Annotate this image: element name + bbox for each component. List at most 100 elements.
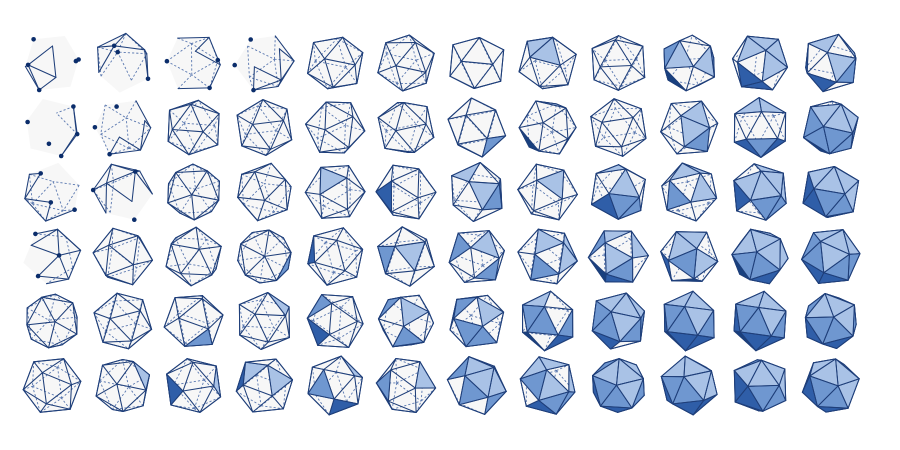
hidden-edge [209, 59, 219, 89]
visible-edge [755, 335, 772, 352]
visible-edge [45, 278, 70, 285]
hidden-edge [190, 268, 217, 287]
visible-edge [170, 226, 197, 245]
visible-edge [458, 375, 466, 406]
visible-edge [464, 356, 470, 377]
hidden-edge [257, 211, 275, 222]
hidden-edge [117, 33, 127, 53]
visible-edge [400, 294, 420, 298]
visible-edge [762, 384, 780, 412]
hidden-edge [136, 237, 141, 268]
visible-edge [599, 405, 633, 409]
visible-edge [282, 379, 294, 410]
visible-edge [30, 338, 50, 349]
visible-edge [731, 58, 743, 88]
visible-edge [835, 358, 860, 380]
visible-edge [336, 227, 344, 241]
visible-edge [802, 188, 815, 204]
visible-edge [452, 204, 483, 211]
visible-edge [348, 130, 366, 149]
visible-edge [448, 261, 476, 279]
visible-edge [346, 177, 366, 193]
visible-edge [663, 290, 694, 305]
visible-edge [259, 279, 278, 284]
visible-edge [590, 115, 597, 147]
visible-edge [277, 79, 282, 88]
hidden-edge [263, 163, 272, 184]
hidden-edge [32, 366, 58, 387]
hidden-edge [187, 263, 192, 286]
hidden-edge [340, 306, 364, 325]
visible-edge [105, 264, 134, 276]
visible-edge [252, 395, 273, 413]
hidden-edge [416, 239, 427, 267]
visible-edge [423, 311, 430, 343]
visible-edge [197, 99, 220, 115]
visible-edge [170, 243, 182, 275]
hidden-edge [261, 405, 284, 410]
hidden-edge [385, 123, 417, 132]
visible-edge [769, 232, 781, 240]
visible-edge [804, 305, 810, 319]
visible-edge [92, 182, 108, 191]
visible-edge [536, 169, 565, 181]
visible-edge [760, 111, 787, 114]
visible-edge [565, 107, 569, 140]
visible-edge [760, 359, 786, 370]
visible-edge [486, 135, 507, 140]
visible-edge [824, 292, 855, 306]
hidden-edge [355, 248, 363, 252]
visible-edge [452, 44, 462, 62]
visible-edge [666, 179, 671, 211]
icosahedron-cell [92, 100, 152, 157]
visible-edge [41, 296, 74, 304]
visible-edge [275, 268, 289, 282]
visible-edge [495, 109, 507, 137]
visible-edge [538, 64, 561, 88]
visible-edge [457, 232, 472, 249]
icosahedron-cell [305, 101, 366, 154]
visible-edge [826, 33, 840, 54]
visible-edge [625, 292, 642, 319]
visible-edge [813, 165, 835, 190]
hidden-edge [258, 105, 288, 110]
visible-edge [468, 181, 500, 185]
visible-edge [319, 193, 323, 219]
visible-edge [319, 151, 345, 154]
visible-edge [257, 209, 288, 222]
visible-edge [543, 290, 552, 308]
visible-edge [669, 172, 701, 181]
visible-edge [544, 336, 574, 352]
visible-edge [63, 358, 82, 382]
visible-edge [448, 246, 472, 263]
visible-edge [852, 180, 860, 213]
visible-edge [395, 41, 417, 67]
hidden-edge [742, 115, 774, 117]
visible-edge [822, 316, 835, 345]
hidden-edge [57, 366, 82, 382]
hidden-edge [256, 375, 262, 406]
hidden-edge [105, 330, 129, 350]
visible-edge [685, 65, 694, 92]
visible-edge [254, 313, 269, 343]
hidden-edge [564, 68, 569, 85]
visible-edge [468, 356, 495, 369]
visible-edge [109, 318, 133, 342]
hidden-edge [355, 250, 358, 278]
visible-edge [760, 137, 779, 158]
visible-edge [58, 254, 70, 280]
visible-edge [260, 341, 269, 351]
visible-edge [552, 36, 561, 66]
hidden-edge [564, 54, 577, 70]
visible-edge [377, 42, 387, 74]
visible-edge [557, 334, 574, 338]
visible-edge [251, 229, 270, 234]
visible-edge [621, 116, 634, 148]
hidden-edge [805, 67, 835, 74]
visible-edge [26, 324, 50, 349]
icosahedron-cell [660, 355, 718, 416]
visible-edge [559, 64, 569, 86]
visible-edge [481, 183, 500, 211]
visible-edge [22, 361, 35, 391]
visible-edge [423, 322, 435, 343]
